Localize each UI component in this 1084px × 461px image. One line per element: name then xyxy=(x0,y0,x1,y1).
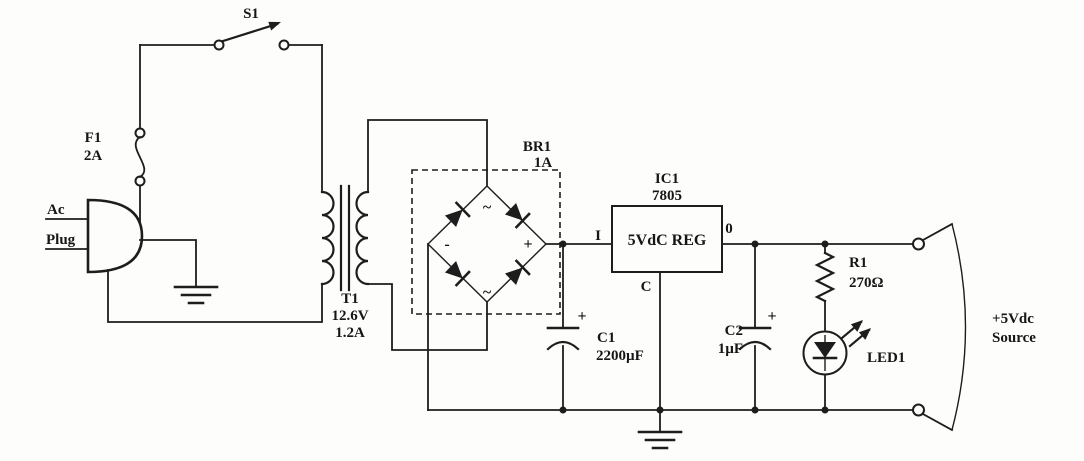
chassis-ground-symbol xyxy=(173,285,219,305)
bridge-plus-mark: + xyxy=(523,236,532,253)
led-emission-arrowhead-1 xyxy=(850,320,863,332)
output-brace xyxy=(951,223,967,431)
capacitor-c2-symbol xyxy=(738,326,772,351)
regulator-label: IC1 xyxy=(655,171,679,187)
junction-dot xyxy=(751,240,759,248)
output-lead-bottom xyxy=(921,412,954,432)
resistor-r1-symbol xyxy=(814,251,836,303)
diode-bar xyxy=(514,259,531,276)
switch-blade-arrowhead xyxy=(268,21,281,31)
output-label-line2: Source xyxy=(992,330,1036,346)
switch-pole-left xyxy=(213,39,225,51)
led-triangle xyxy=(814,342,836,358)
led-label: LED1 xyxy=(867,350,905,366)
junction-dot xyxy=(751,406,759,414)
fuse-rating-label: 2A xyxy=(84,148,103,164)
bridge-ac-bottom-mark: ~ xyxy=(483,284,492,301)
wire-secondary-top-to-bridge xyxy=(367,119,488,193)
wire-group xyxy=(45,44,914,433)
junction-dot xyxy=(821,240,829,248)
secondary-coil xyxy=(355,190,370,286)
diode-top-left xyxy=(444,201,471,228)
labels: S1 F1 2A Ac Plug T1 12.6V 1.2A BR1 1A ~ … xyxy=(46,6,1036,366)
bridge-label: BR1 xyxy=(523,139,551,155)
c2-value-label: 1µF xyxy=(718,341,743,357)
plug-label-line2: Plug xyxy=(46,232,76,248)
junction-dot xyxy=(559,240,567,248)
diode-bar xyxy=(454,201,471,218)
c2-label: C2 xyxy=(725,323,743,339)
diode-arrow xyxy=(504,267,523,286)
bridge-diamond xyxy=(427,185,547,303)
c2-polarity-mark: + xyxy=(767,308,776,325)
bridge-rating-label: 1A xyxy=(534,155,553,171)
plug-label-line1: Ac xyxy=(47,202,65,218)
capacitor-c1-symbol xyxy=(546,326,580,351)
regulator-common-pin-label: C xyxy=(641,279,652,295)
transformer-current-label: 1.2A xyxy=(335,325,365,341)
junction-dot xyxy=(559,406,567,414)
regulator-output-pin-label: 0 xyxy=(725,221,733,237)
circuit-ground-symbol xyxy=(637,430,683,450)
ac-plug-symbol xyxy=(86,198,144,274)
output-terminals xyxy=(912,222,967,432)
c1-plate-bottom xyxy=(546,340,580,351)
diode-bottom-right xyxy=(504,259,531,286)
c1-label: C1 xyxy=(597,330,615,346)
switch-label: S1 xyxy=(243,6,259,22)
plug-body xyxy=(86,198,144,274)
led-emission-arrowhead-2 xyxy=(858,328,871,340)
regulator-box xyxy=(611,205,723,273)
switch-pole-right xyxy=(278,39,290,51)
regulator-part-label: 7805 xyxy=(652,188,682,204)
bridge-rectifier-br1-symbol xyxy=(411,169,561,315)
transformer-voltage-label: 12.6V xyxy=(331,308,368,324)
output-terminal-negative xyxy=(912,403,925,417)
c2-plate-bottom xyxy=(738,340,772,351)
diode-arrow xyxy=(504,202,523,221)
regulator-ic1-symbol xyxy=(611,205,723,273)
r1-label: R1 xyxy=(849,255,867,271)
wire-neutral-to-primary xyxy=(107,269,323,323)
regulator-input-pin-label: I xyxy=(595,228,601,244)
junction-dot xyxy=(656,406,664,414)
diode-bar xyxy=(514,212,531,229)
diode-arrow xyxy=(444,260,463,279)
fuse-label: F1 xyxy=(85,130,102,146)
diode-arrow xyxy=(444,209,463,228)
wire-secondary-bottom-to-bridge xyxy=(367,283,488,351)
led1-symbol xyxy=(802,320,871,376)
output-terminal-positive xyxy=(912,237,925,251)
bridge-dashed-outline xyxy=(411,169,561,315)
diode-top-right xyxy=(504,202,531,229)
output-lead-top xyxy=(921,222,954,242)
transformer-label: T1 xyxy=(341,291,359,307)
output-label-line1: +5Vdc xyxy=(992,311,1034,327)
bridge-ac-top-mark: ~ xyxy=(483,199,492,216)
switch-s1-symbol xyxy=(213,21,290,51)
junction-dots xyxy=(559,240,829,414)
wire-plug-to-ground xyxy=(139,239,197,288)
primary-coil xyxy=(320,190,335,286)
fuse-element xyxy=(134,135,146,179)
switch-blade xyxy=(221,22,279,43)
fuse-f1-symbol xyxy=(134,127,146,187)
diode-bottom-left xyxy=(444,260,471,287)
regulator-box-text: 5VdC REG xyxy=(628,232,707,249)
r1-value-label: 270Ω xyxy=(849,275,884,291)
diode-bar xyxy=(454,270,471,287)
resistor-zigzag xyxy=(814,251,836,303)
c1-value-label: 2200µF xyxy=(596,348,644,364)
bridge-minus-mark: - xyxy=(444,236,449,253)
c1-polarity-mark: + xyxy=(577,308,586,325)
junction-dot xyxy=(821,406,829,414)
transformer-t1-symbol xyxy=(320,184,370,292)
